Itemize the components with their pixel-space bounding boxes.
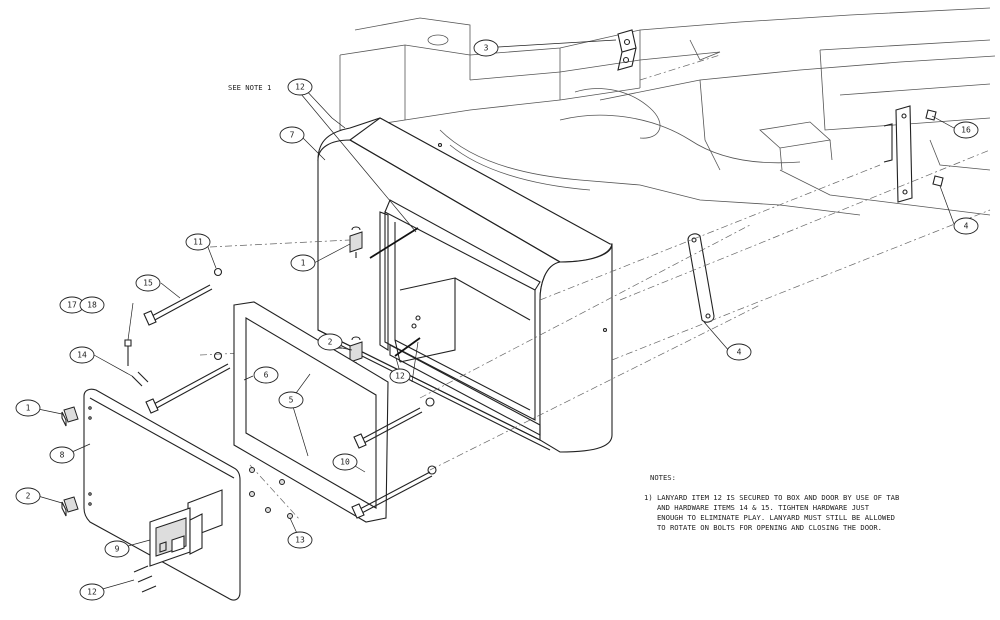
bolt-item-15-right-upper xyxy=(353,397,435,449)
balloon-item-6: 6 xyxy=(253,366,279,384)
item-balloons: 3 16 4 12 7 1 11 15 xyxy=(15,39,979,601)
balloon-item-15: 15 xyxy=(135,274,161,292)
note-line-4: TO ROTATE ON BOLTS FOR OPENING AND CLOSI… xyxy=(644,523,882,532)
balloon-item-16: 16 xyxy=(953,121,979,139)
svg-text:9: 9 xyxy=(115,545,120,554)
svg-text:15: 15 xyxy=(143,279,153,288)
balloon-item-1-door: 1 xyxy=(15,399,41,417)
battery-box-item-7 xyxy=(317,117,613,453)
balloon-item-2-box: 2 xyxy=(317,333,343,351)
balloon-item-12-bottom: 12 xyxy=(79,583,105,601)
svg-text:1: 1 xyxy=(301,259,306,268)
svg-text:12: 12 xyxy=(395,372,405,381)
svg-text:13: 13 xyxy=(295,536,305,545)
bolt-item-15-lower xyxy=(145,363,231,414)
balloon-item-7: 7 xyxy=(279,126,305,144)
svg-text:12: 12 xyxy=(295,83,305,92)
lanyard-item-12-lower xyxy=(394,337,421,357)
latch-item-2-door xyxy=(61,496,79,517)
svg-text:14: 14 xyxy=(77,351,87,360)
balloon-item-13: 13 xyxy=(287,531,313,549)
balloon-item-9: 9 xyxy=(104,540,130,558)
balloon-item-14: 14 xyxy=(69,346,95,364)
bracket-item-3 xyxy=(617,29,637,71)
note-line-3: ENOUGH TO ELIMINATE PLAY. LANYARD MUST S… xyxy=(644,513,895,522)
balloon-item-18: 18 xyxy=(79,296,105,314)
svg-text:2: 2 xyxy=(328,338,333,347)
svg-text:8: 8 xyxy=(60,451,65,460)
vehicle-frame xyxy=(339,7,996,216)
svg-text:10: 10 xyxy=(340,458,350,467)
balloon-item-1-box: 1 xyxy=(290,254,316,272)
balloon-item-5: 5 xyxy=(278,391,304,409)
washer-item-11 xyxy=(213,267,223,361)
notes-title: NOTES: xyxy=(650,473,676,482)
balloon-item-11: 11 xyxy=(185,233,211,251)
svg-text:17: 17 xyxy=(67,301,77,310)
svg-text:1: 1 xyxy=(26,404,31,413)
balloon-item-17: 17 xyxy=(59,296,85,314)
bolt-item-15-right-lower xyxy=(351,465,437,519)
svg-text:2: 2 xyxy=(26,492,31,501)
svg-text:7: 7 xyxy=(290,131,295,140)
svg-text:5: 5 xyxy=(289,396,294,405)
notes-block: NOTES: 1) LANYARD ITEM 12 IS SECURED TO … xyxy=(644,473,899,532)
assembly-centerlines xyxy=(199,54,991,521)
screws-item-12-bottom xyxy=(133,565,157,593)
latch-keeper-item-1-upper xyxy=(349,226,363,258)
latch-assembly-item-9 xyxy=(149,489,223,567)
lanyard-item-12-upper xyxy=(369,227,419,259)
svg-text:4: 4 xyxy=(737,348,742,357)
svg-text:3: 3 xyxy=(484,44,489,53)
balloon-item-2-door: 2 xyxy=(15,487,41,505)
balloon-item-4-right: 4 xyxy=(953,217,979,235)
nuts-item-13 xyxy=(249,467,293,519)
svg-text:12: 12 xyxy=(87,588,97,597)
note-line-2: AND HARDWARE ITEMS 14 & 15. TIGHTEN HARD… xyxy=(644,503,870,512)
svg-text:4: 4 xyxy=(964,222,969,231)
balloon-item-3: 3 xyxy=(473,39,499,57)
balloon-item-8: 8 xyxy=(49,446,75,464)
balloon-item-10: 10 xyxy=(332,453,358,471)
tab-item-5 xyxy=(687,233,715,323)
latch-item-1-door xyxy=(61,406,79,427)
balloon-item-12-box: 12 xyxy=(389,368,411,384)
balloon-item-4-tab: 4 xyxy=(726,343,752,361)
svg-text:11: 11 xyxy=(193,238,203,247)
note-line-1: 1) LANYARD ITEM 12 IS SECURED TO BOX AND… xyxy=(644,493,899,502)
see-note-label: SEE NOTE 1 xyxy=(228,83,271,92)
balloon-item-12-top: 12 xyxy=(287,78,313,96)
svg-text:18: 18 xyxy=(87,301,97,310)
bolt-item-15-upper xyxy=(143,284,213,326)
strap-item-4-right xyxy=(883,105,944,203)
svg-text:6: 6 xyxy=(264,371,269,380)
svg-text:16: 16 xyxy=(961,126,971,135)
screws-item-14-18 xyxy=(124,339,149,387)
